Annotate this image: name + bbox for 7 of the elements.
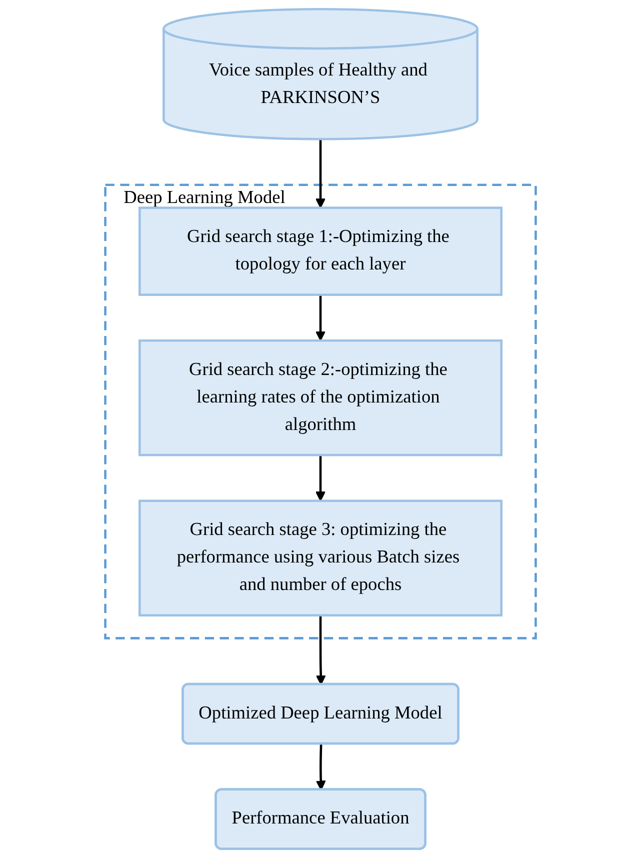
arrow <box>315 294 326 342</box>
arrow <box>315 455 326 502</box>
node-box: Grid search stage 3: optimizing the performance using various Batch sizes and number of epochs <box>138 500 503 616</box>
arrow <box>315 139 326 208</box>
node-box: Grid search stage 1:-Optimizing the topology for each layer <box>138 206 503 296</box>
arrow <box>316 744 326 790</box>
node-box: Grid search stage 2:-optimizing the learning rates of the optimization algorithm <box>138 339 503 456</box>
